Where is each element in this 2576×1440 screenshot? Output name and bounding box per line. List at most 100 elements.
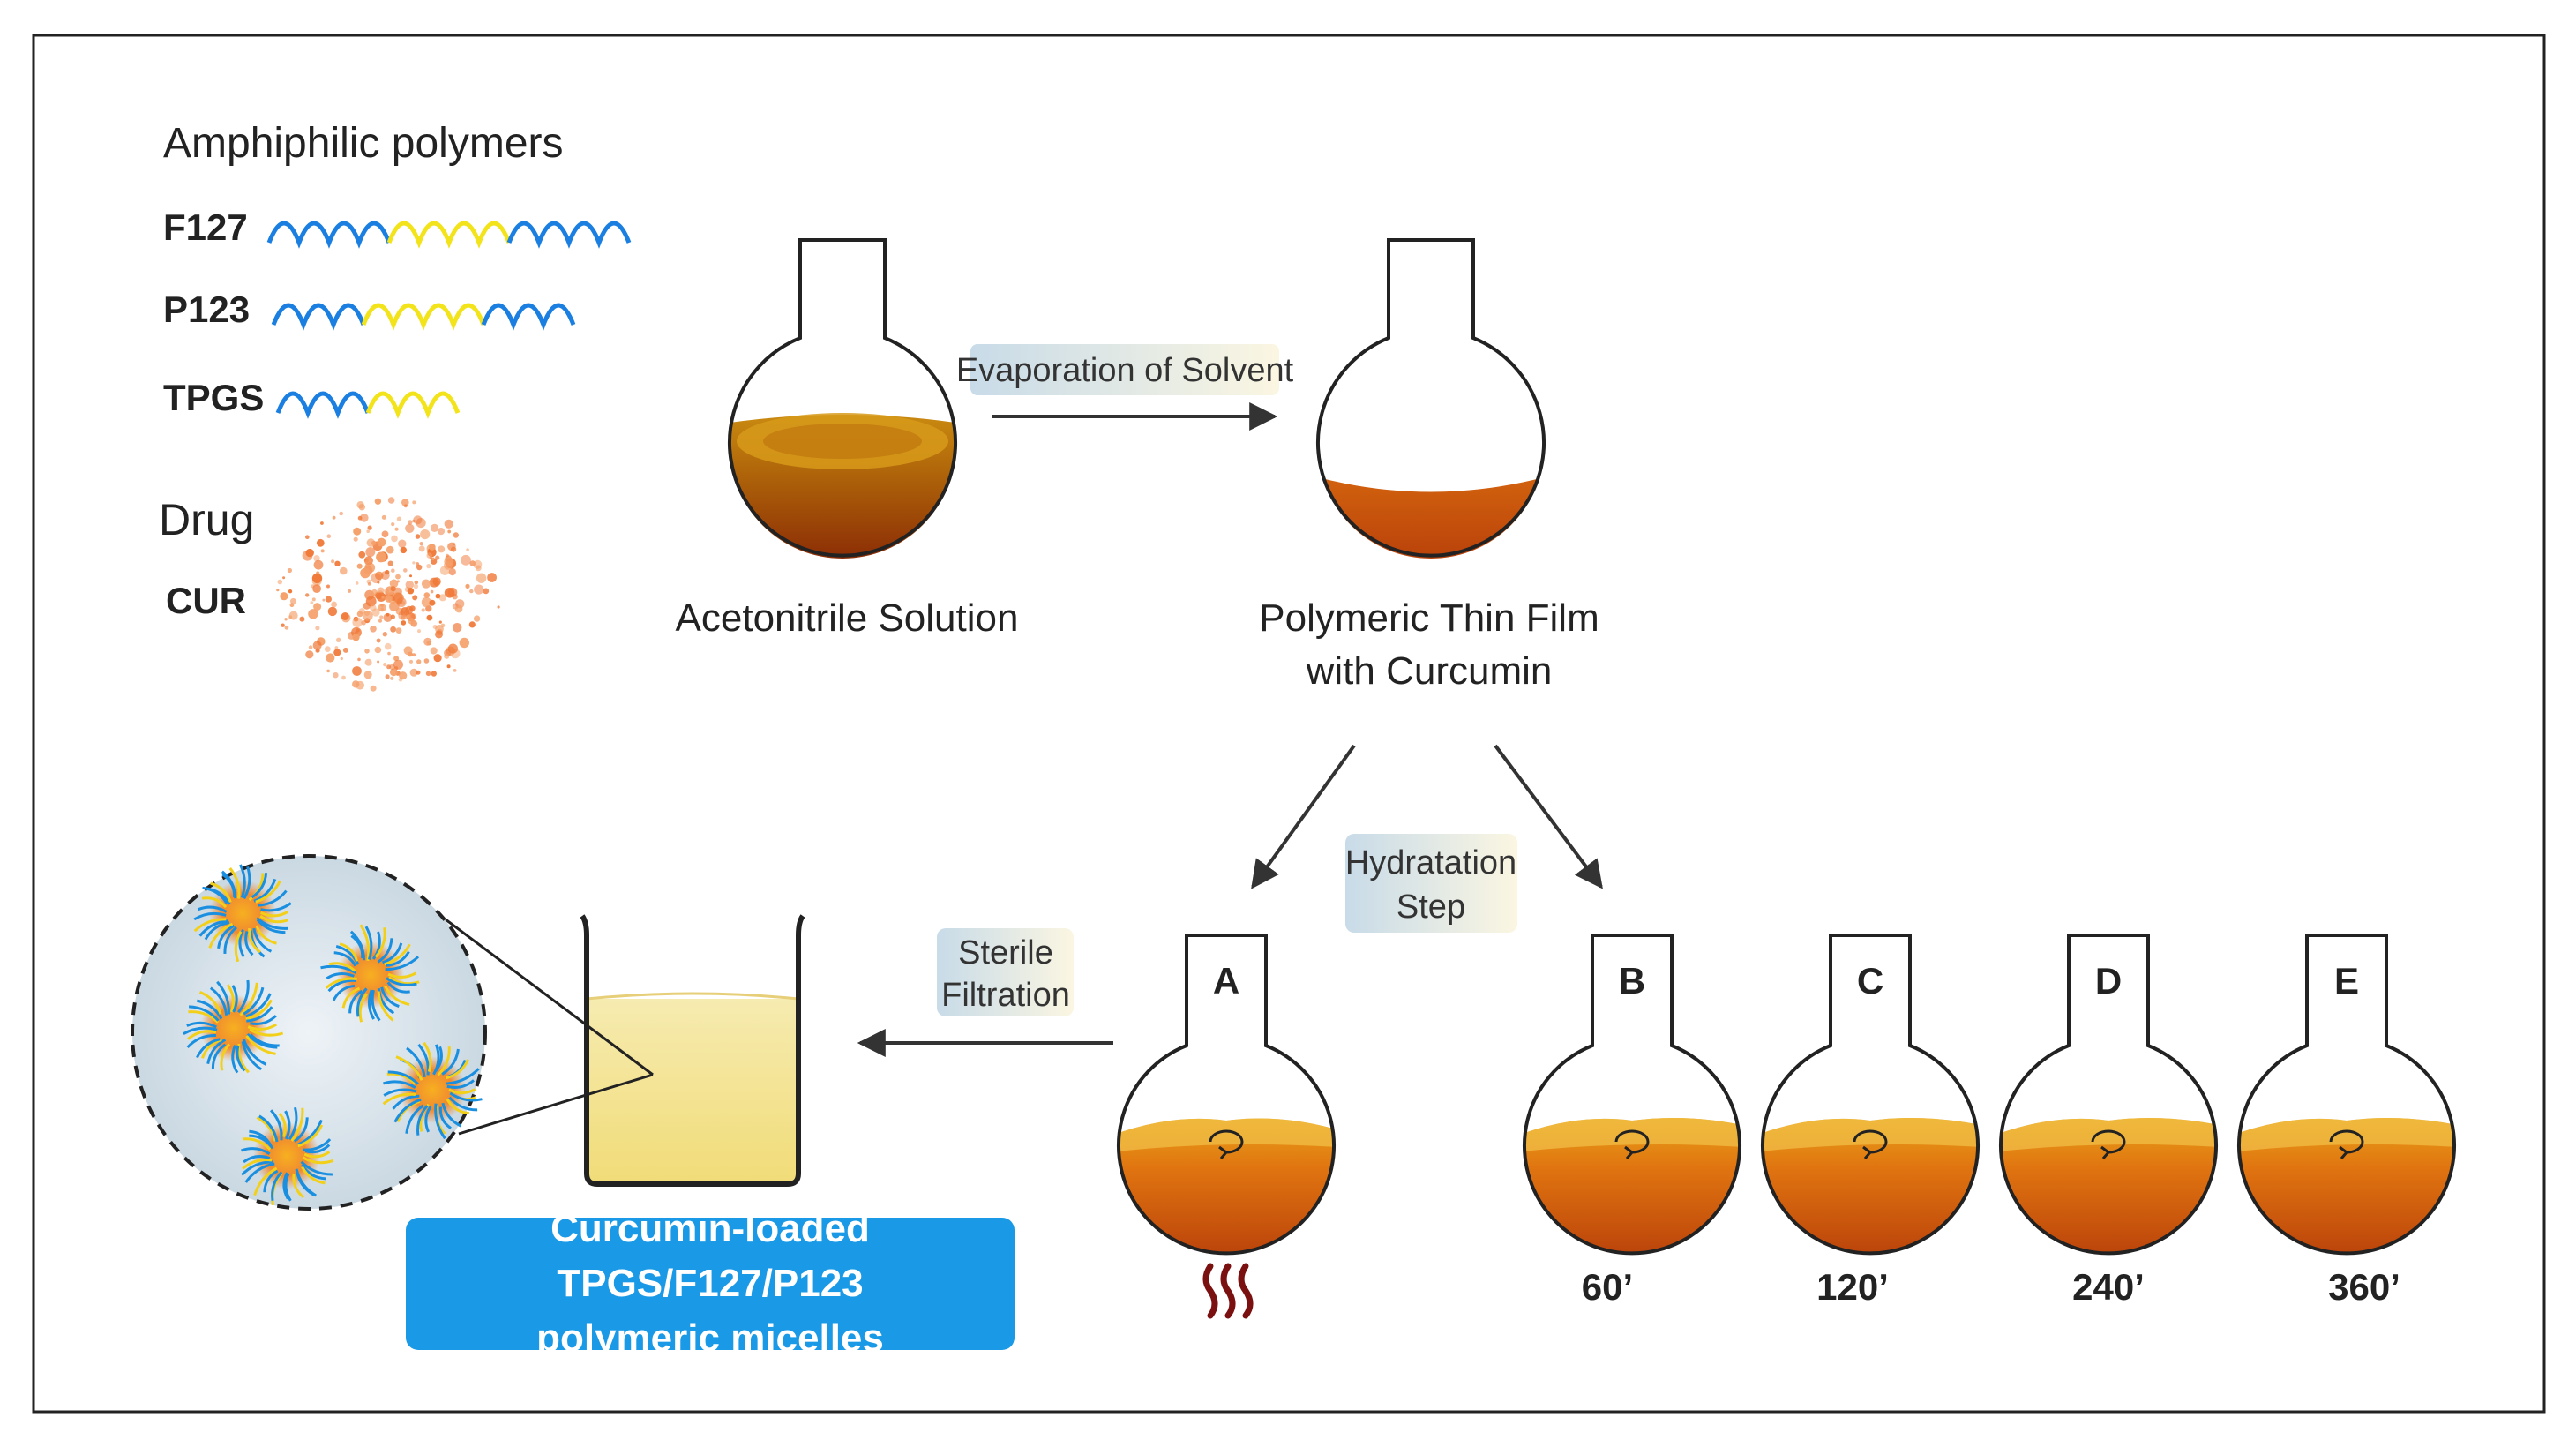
zoom-line-bottom [458,1073,654,1136]
curcumin-particle [408,618,415,625]
curcumin-particle [452,623,462,633]
micelle-chain [255,925,277,945]
curcumin-particle [308,609,318,619]
micelle-chain [241,1041,262,1071]
curcumin-particle [435,555,440,560]
curcumin-particle [497,605,500,609]
curcumin-particle [376,551,386,563]
curcumin-particle [385,674,390,679]
micelle-chain [385,956,420,971]
curcumin-particle [299,616,305,622]
curcumin-particle [429,599,436,606]
curcumin-particle [444,653,450,659]
curcumin-particle [447,542,456,551]
micelle-chain [228,867,241,899]
flask-b [1523,934,1741,1256]
product-label: Curcumin-loaded TPGS/F127/P123 polymeric… [406,1207,1015,1360]
curcumin-particle [446,664,451,669]
thin-film-label-line2: with Curcumin [1306,649,1553,693]
micelle-chain [193,918,227,933]
micelle-chain [256,919,286,934]
curcumin-particle [381,596,385,599]
micelle-chain [341,986,361,1009]
curcumin-particle [452,594,458,600]
micelle-chain [382,942,403,964]
curcumin-particle [395,574,401,580]
hydration-arrow-left [1251,744,1356,889]
curcumin-particle [407,588,415,595]
curcumin-particle [326,669,330,673]
micelle [193,864,292,963]
micelle-chain [333,951,357,967]
micelle-chain [383,1080,416,1089]
micelle-chain [240,1147,271,1155]
curcumin-particle [364,559,371,566]
micelle-chain [432,1044,440,1076]
curcumin-particle [334,560,341,566]
micelle-chain [259,914,288,924]
curcumin-particle [367,582,371,586]
micelle-chain [405,1104,424,1134]
flask-d [1999,934,2218,1256]
micelle-chain [245,993,272,1018]
micelle-chain [292,1173,305,1199]
curcumin-particle [390,626,396,633]
curcumin-particle [447,643,458,654]
micelle-chain [348,989,363,1014]
curcumin-particle [403,504,408,508]
curcumin-particle [423,592,431,598]
curcumin-particle [320,521,324,525]
curcumin-particle [438,545,446,553]
curcumin-particle [342,647,348,653]
flask-c-letter: C [1857,960,1883,1001]
micelle-chain [210,881,232,903]
beaker-micelle-solution [580,914,805,1187]
curcumin-particle [326,584,330,589]
curcumin-particle [313,603,322,611]
curcumin-particle [332,515,336,520]
micelle-chain [386,977,417,986]
curcumin-particle [444,588,455,598]
curcumin-particle [468,621,476,628]
micelle-chain [377,991,394,1022]
curcumin-particle [426,552,432,559]
curcumin-particle [447,529,452,534]
curcumin-particle [364,649,370,654]
curcumin-particle [353,536,358,542]
curcumin-particle [409,668,418,677]
micelle-chain [395,1055,423,1081]
micelle-chain [387,976,420,986]
micelle-chain [441,1102,462,1128]
curcumin-particle [363,602,371,610]
micelle-chain [216,980,230,1015]
curcumin-particle [453,532,459,538]
micelle-chain [377,938,393,964]
flask-e [2237,934,2456,1256]
curcumin-particle [435,630,443,639]
curcumin-particle [409,659,413,664]
curcumin-particle [387,497,395,504]
micelle-chain [243,1155,271,1164]
thin-film-label-line1: Polymeric Thin Film [1259,596,1599,640]
curcumin-particle [376,638,381,643]
flask-polymeric-thin-film [1316,238,1546,559]
micelle-chain [448,1096,478,1112]
polymer-label-tpgs: TPGS [163,377,264,418]
curcumin-particle [313,555,320,562]
curcumin-particle [378,604,386,612]
curcumin-particle [461,554,471,566]
micelle-chain [208,922,234,949]
micelle-chain [231,1045,239,1074]
curcumin-particle [453,669,457,672]
curcumin-particle [322,598,326,602]
micelle [320,924,420,1023]
micelle-chain [271,1171,283,1201]
micelle-chain [186,1021,218,1029]
curcumin-particle [383,663,387,667]
flask-d-time: 240’ [2072,1266,2145,1308]
curcumin-particle [371,540,377,546]
micelle-chain [223,926,238,954]
micelle-chain [386,981,410,994]
curcumin-particle [459,637,469,649]
micelle-chain [303,1138,332,1151]
